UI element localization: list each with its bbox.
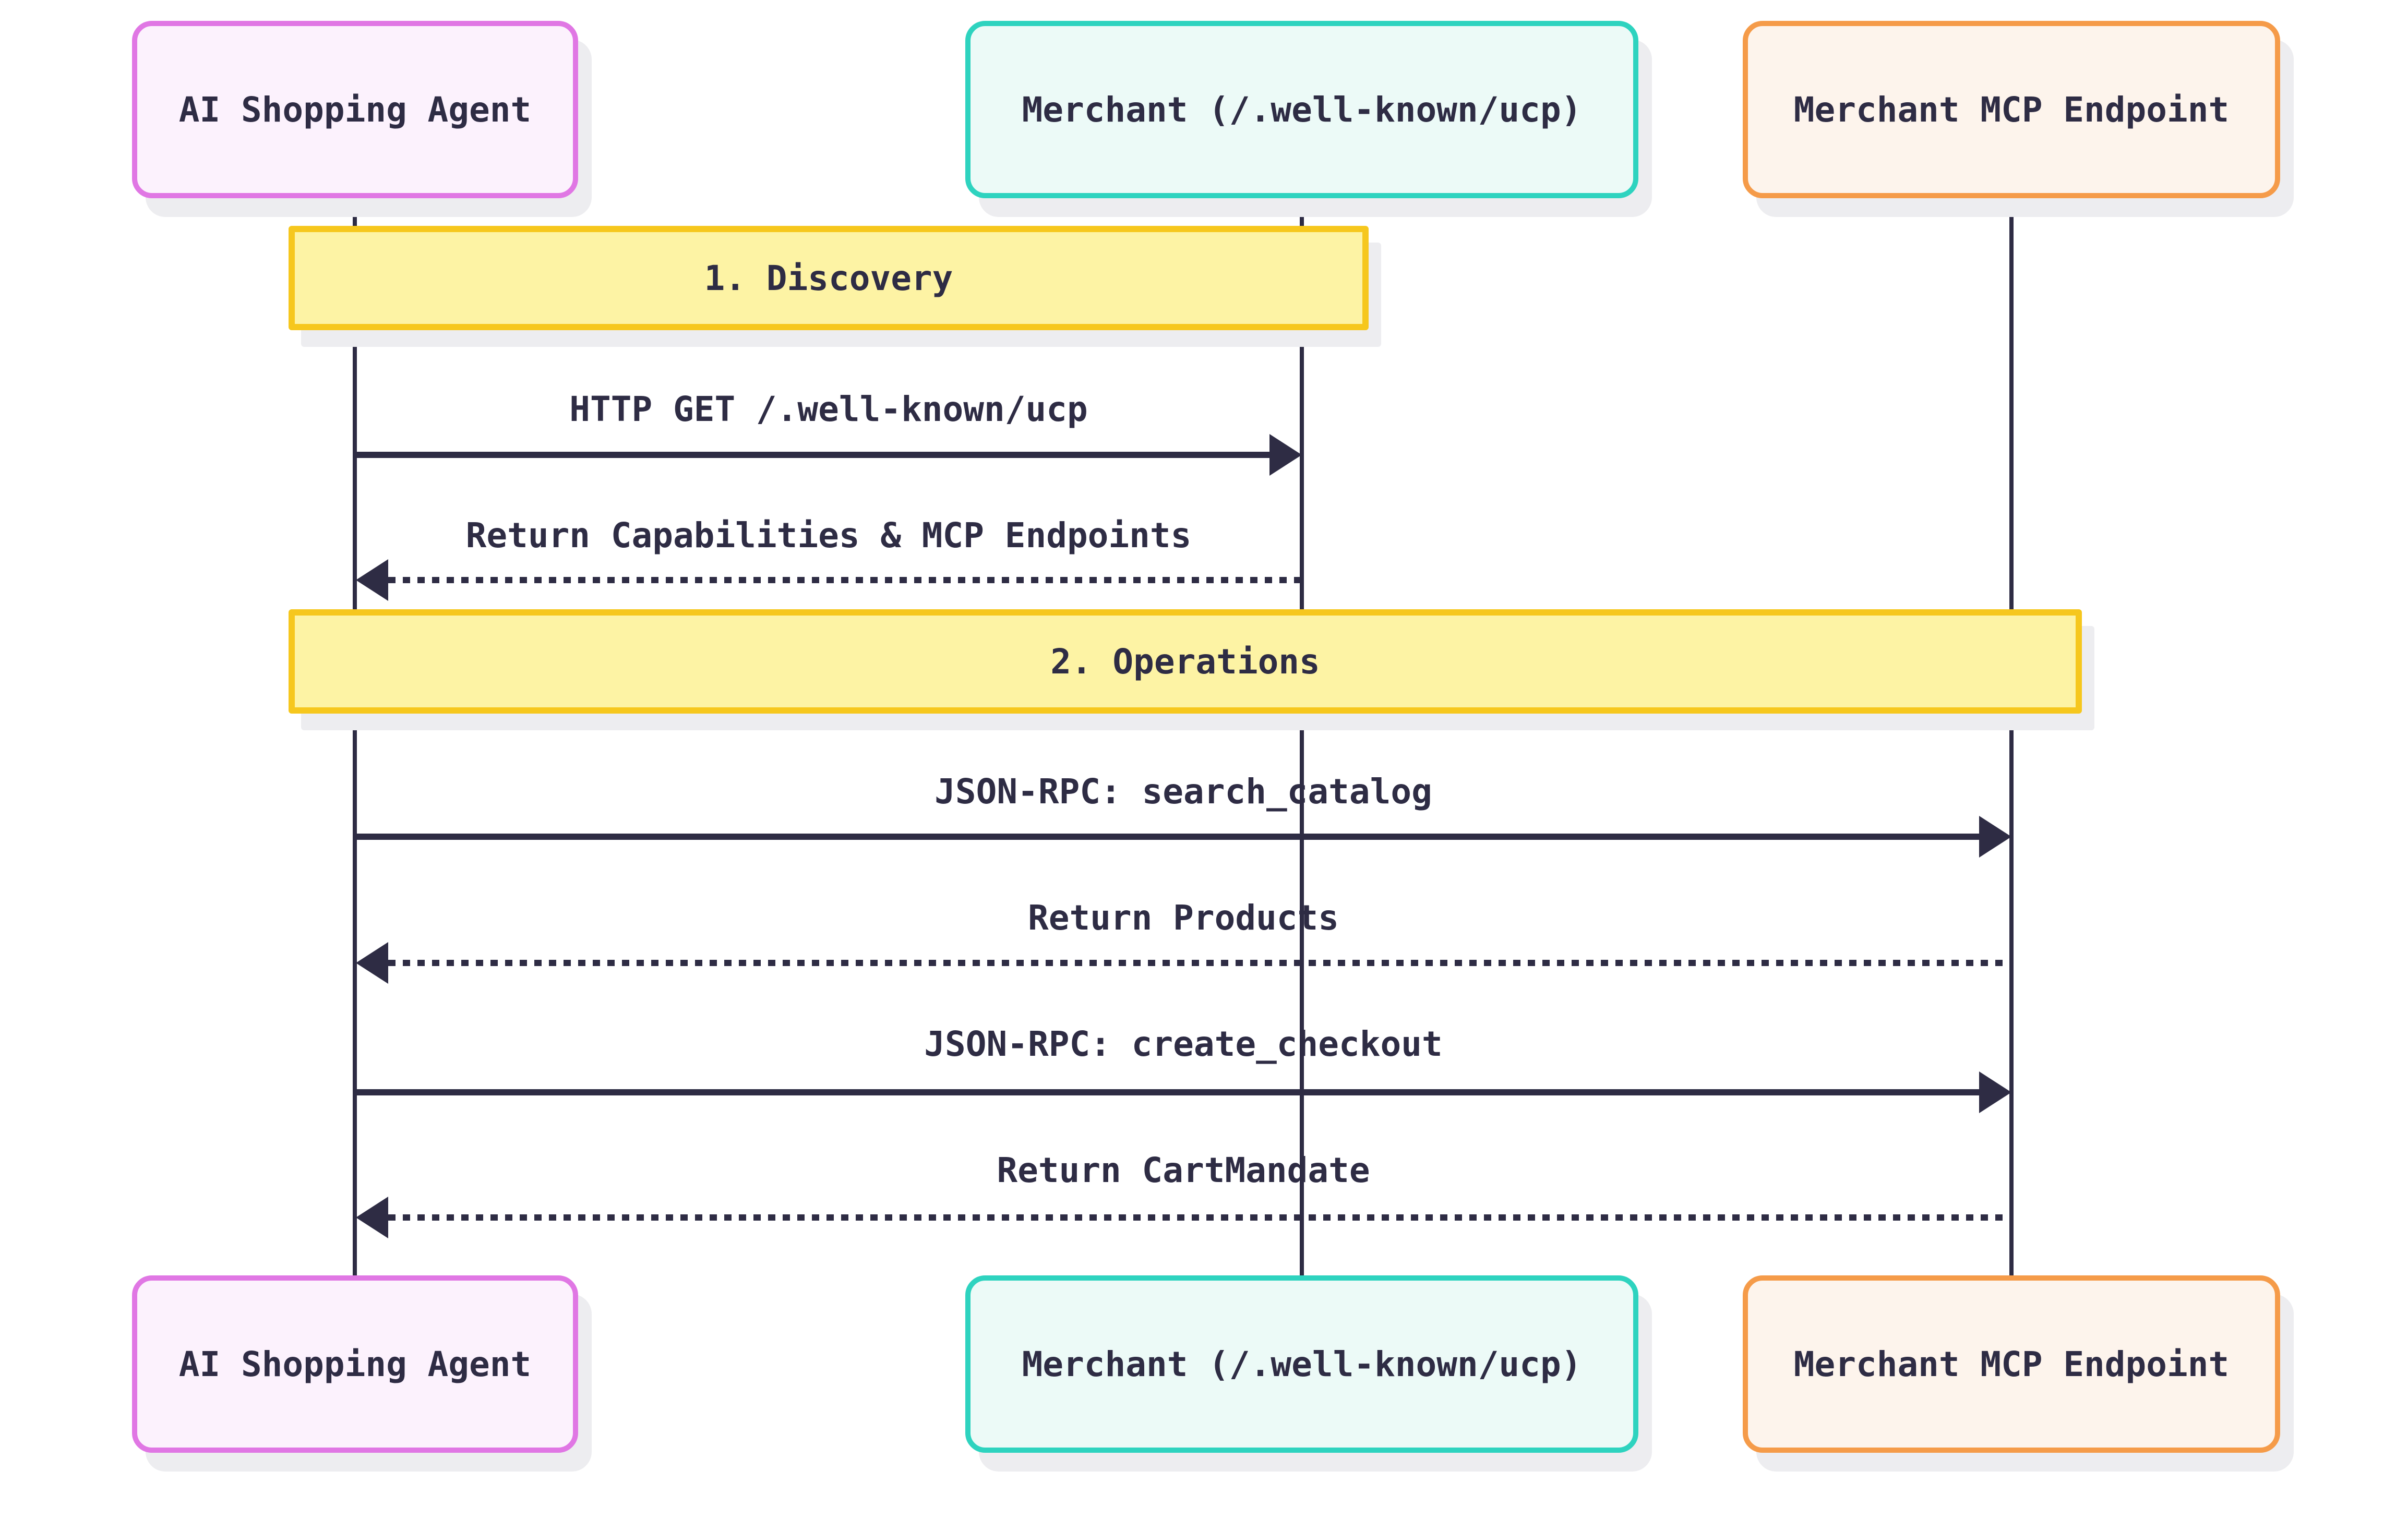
message-label-return-capabilities: Return Capabilities & MCP Endpoints: [465, 515, 1192, 556]
actor-label: Merchant (/.well-known/ucp): [1022, 1344, 1582, 1384]
message-label-create-checkout: JSON-RPC: create_checkout: [924, 1024, 1443, 1064]
arrowhead-right-icon: [1269, 434, 1302, 476]
arrowhead-left-icon: [356, 1197, 388, 1238]
actor-label: AI Shopping Agent: [178, 1344, 532, 1384]
lifeline-merchant-mcp-endpoint: [2009, 194, 2014, 1279]
actor-label: Merchant (/.well-known/ucp): [1022, 89, 1582, 130]
lifeline-ai-shopping-agent: [353, 194, 357, 1279]
message-line-return-capabilities: [388, 577, 1302, 583]
lifeline-merchant: [1300, 194, 1304, 1279]
actor-label: AI Shopping Agent: [178, 89, 532, 130]
message-label-http-get: HTTP GET /.well-known/ucp: [569, 389, 1088, 429]
arrowhead-left-icon: [356, 942, 388, 984]
actor-merchant-bottom: Merchant (/.well-known/ucp): [965, 1275, 1638, 1453]
actor-merchant-mcp-endpoint-bottom: Merchant MCP Endpoint: [1743, 1275, 2280, 1453]
message-line-search-catalog: [355, 834, 1979, 840]
actor-merchant-top: Merchant (/.well-known/ucp): [965, 21, 1638, 198]
note-operations: 2. Operations: [289, 609, 2082, 714]
actor-merchant-mcp-endpoint-top: Merchant MCP Endpoint: [1743, 21, 2280, 198]
actor-ai-shopping-agent-top: AI Shopping Agent: [132, 21, 578, 198]
actor-label: Merchant MCP Endpoint: [1793, 1344, 2230, 1384]
message-line-return-products: [388, 960, 2011, 966]
message-line-create-checkout: [355, 1089, 1979, 1095]
note-label: 1. Discovery: [704, 258, 953, 298]
note-label: 2. Operations: [1050, 641, 1320, 682]
arrowhead-right-icon: [1979, 816, 2011, 858]
message-label-return-cart-mandate: Return CartMandate: [997, 1150, 1370, 1190]
message-line-http-get: [355, 452, 1269, 458]
note-discovery: 1. Discovery: [289, 226, 1369, 330]
arrowhead-right-icon: [1979, 1071, 2011, 1113]
actor-ai-shopping-agent-bottom: AI Shopping Agent: [132, 1275, 578, 1453]
message-label-search-catalog: JSON-RPC: search_catalog: [935, 771, 1432, 812]
arrowhead-left-icon: [356, 559, 388, 601]
actor-label: Merchant MCP Endpoint: [1793, 89, 2230, 130]
message-line-return-cart-mandate: [388, 1214, 2011, 1221]
message-label-return-products: Return Products: [1027, 898, 1339, 938]
